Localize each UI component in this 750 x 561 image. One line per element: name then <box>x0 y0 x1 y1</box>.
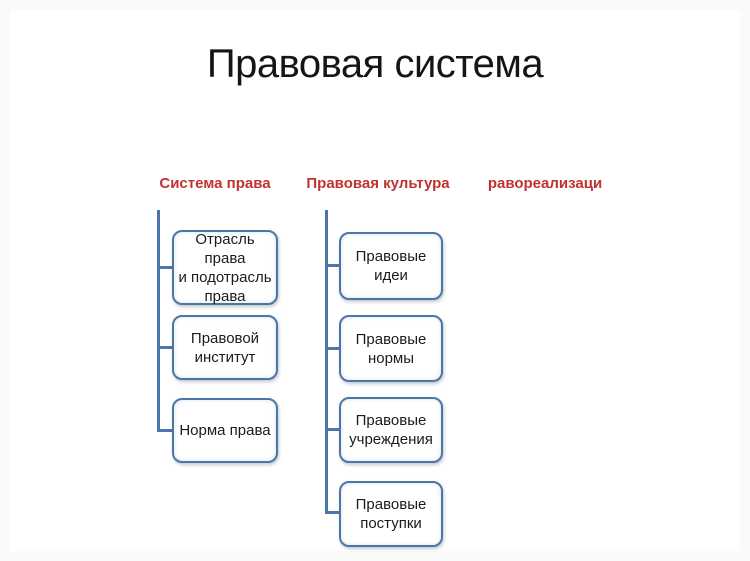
connector-tick <box>325 264 340 267</box>
column-header-pravorealizatsiya: равореализаци <box>487 175 603 192</box>
connector-tick <box>157 346 173 349</box>
column-header-sistema-prava: Система права <box>159 175 271 192</box>
connector-tick <box>325 347 340 350</box>
connector-tick <box>157 266 173 269</box>
slide-title: Правовая система <box>206 42 544 86</box>
diagram-box-pravovye-postupki: Правовые поступки <box>339 481 443 547</box>
diagram-box-pravovoy-institut: Правовой институт <box>172 315 278 380</box>
diagram-box-norma-prava: Норма права <box>172 398 278 463</box>
connector-vline-middle <box>325 210 328 514</box>
connector-tick <box>325 428 340 431</box>
connector-tick <box>157 429 173 432</box>
connector-tick <box>325 511 340 514</box>
column-header-pravovaya-kultura: Правовая культура <box>306 175 450 192</box>
diagram-box-pravovye-normy: Правовые нормы <box>339 315 443 382</box>
diagram-box-pravovye-uchrezhdeniya: Правовые учреждения <box>339 397 443 463</box>
diagram-box-otrasl-prava: Отрасль права и подотрасль права <box>172 230 278 305</box>
connector-vline-left <box>157 210 160 431</box>
diagram-box-pravovye-idei: Правовые идеи <box>339 232 443 300</box>
